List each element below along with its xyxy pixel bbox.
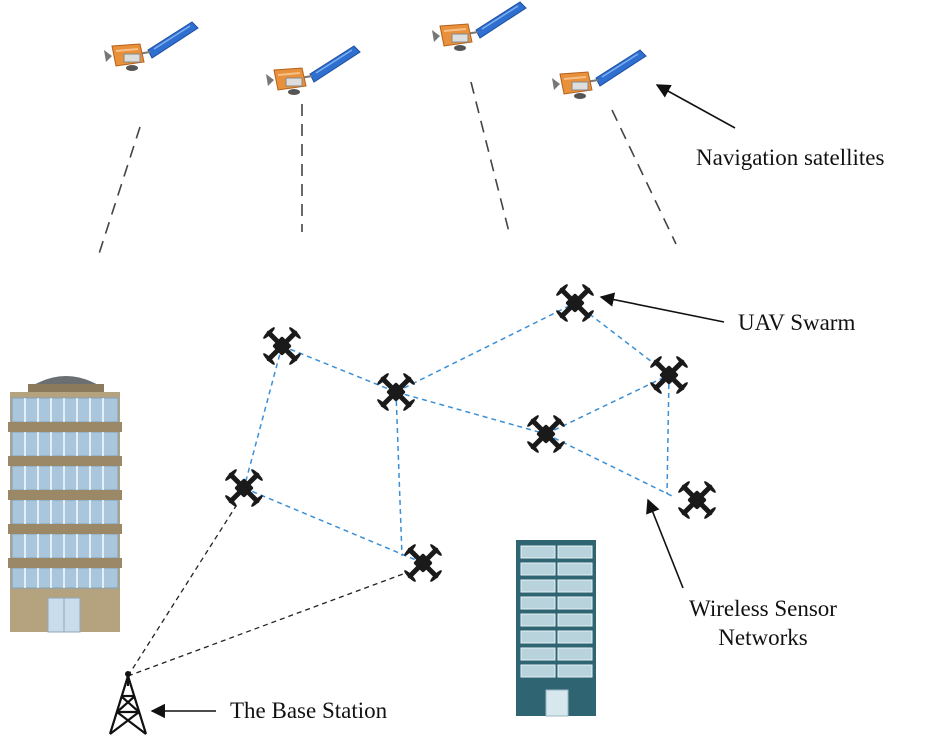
arrow-navigation-satellites: [655, 84, 736, 129]
satellite-links: [96, 81, 677, 261]
label-navigation-satellites: Navigation satellites: [696, 145, 885, 170]
swarm-links: [243, 302, 673, 564]
drone-icon: [223, 467, 265, 509]
label-base-station: The Base Station: [230, 698, 388, 723]
drone-icon: [261, 325, 303, 367]
satellite-icon: [551, 49, 647, 100]
satellite-link-4: [611, 109, 677, 245]
office-building-right-icon: [516, 540, 596, 717]
radio-tower-icon: [108, 671, 148, 735]
arrow-uav-swarm: [599, 292, 725, 323]
satellite-icon: [431, 1, 527, 52]
base-station-links: [127, 505, 404, 677]
satellite-link-3: [470, 81, 511, 237]
office-building-left-icon: [8, 376, 122, 633]
drone-icon: [554, 282, 596, 324]
satellite-icon: [265, 45, 361, 96]
drone-icon: [375, 371, 417, 413]
label-wireless-sensor-networks-line1: Wireless Sensor: [689, 596, 837, 621]
satellite-icon: [103, 21, 199, 72]
drone-icon: [402, 542, 444, 584]
annotation-arrows: [150, 84, 736, 719]
label-wireless-sensor-networks-line2: Networks: [718, 624, 808, 650]
label-wireless-sensor-networks: Wireless Sensor Networks: [663, 595, 863, 653]
drone-icon: [676, 479, 718, 521]
drone-icon: [525, 413, 567, 455]
drone-icon: [648, 354, 690, 396]
arrow-wireless-sensor-networks: [646, 498, 684, 589]
label-uav-swarm: UAV Swarm: [738, 310, 856, 335]
satellite-link-1: [96, 126, 141, 261]
